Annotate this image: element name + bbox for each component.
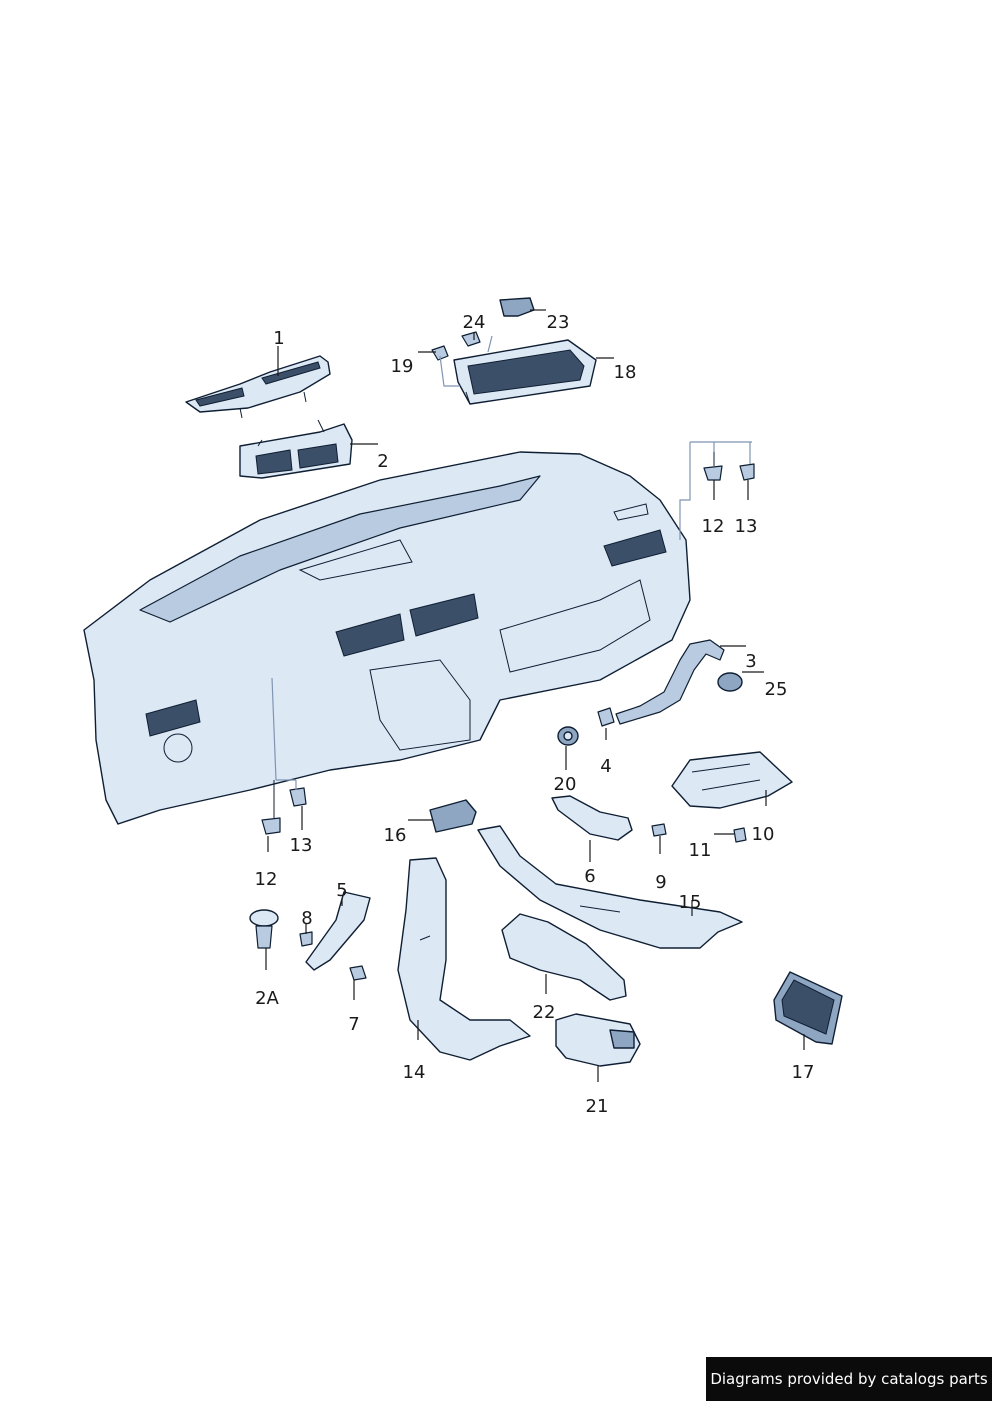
label-1: 1 [273, 328, 284, 349]
label-4: 4 [600, 756, 611, 777]
part-12-bolt-upper [703, 450, 723, 481]
label-22: 22 [533, 1002, 556, 1023]
part-14-floor-duct [397, 857, 531, 1061]
part-2-center-vent-housing [239, 419, 353, 479]
label-13-upper: 13 [735, 516, 758, 537]
part-19-clip [431, 345, 449, 361]
part-5-bracket [305, 891, 371, 971]
part-9-screw [651, 823, 667, 837]
footer-credit-text: Diagrams provided by catalogs parts [710, 1370, 988, 1388]
part-1-defroster-vent [185, 355, 331, 419]
part-10-cover-panel [671, 751, 793, 809]
label-11: 11 [689, 840, 712, 861]
part-labels: 1 2 19 24 23 18 12 13 3 25 4 20 10 11 9 … [255, 312, 815, 1117]
part-23-sensor [499, 297, 535, 317]
label-5: 5 [336, 880, 347, 901]
label-2: 2 [377, 451, 388, 472]
part-13-clip-upper [739, 463, 755, 481]
part-21-duct-outlet [555, 1013, 641, 1067]
part-24-clip [461, 331, 481, 347]
label-18: 18 [614, 362, 637, 383]
part-6-bracket [551, 795, 633, 841]
part-15-air-duct [477, 825, 743, 949]
part-16-connector [429, 799, 477, 833]
label-7: 7 [348, 1014, 359, 1035]
part-20-seal-ring [557, 726, 579, 746]
part-2A-push-clip [249, 909, 279, 949]
label-12-upper: 12 [702, 516, 725, 537]
dashboard-panel [83, 451, 691, 825]
label-14: 14 [403, 1062, 426, 1083]
label-16: 16 [384, 825, 407, 846]
part-8-nut [299, 931, 313, 947]
label-20: 20 [554, 774, 577, 795]
label-17: 17 [792, 1062, 815, 1083]
part-11-clip [733, 827, 747, 843]
part-3-hose [615, 639, 725, 725]
part-13-clip-lower [289, 787, 307, 807]
label-24: 24 [463, 312, 486, 333]
part-18-storage-tray [453, 339, 597, 405]
label-8: 8 [301, 908, 312, 929]
footer-credit: Diagrams provided by catalogs parts [706, 1357, 992, 1401]
part-17-vent-grille [773, 971, 843, 1045]
label-9: 9 [655, 872, 666, 893]
label-10: 10 [752, 824, 775, 845]
label-23: 23 [547, 312, 570, 333]
label-6: 6 [584, 866, 595, 887]
label-3: 3 [745, 651, 756, 672]
leader-lines [265, 309, 805, 1082]
label-25: 25 [765, 679, 788, 700]
part-25-grommet [717, 672, 743, 692]
label-21: 21 [586, 1096, 609, 1117]
label-13-lower: 13 [290, 835, 313, 856]
label-2A: 2A [255, 988, 279, 1009]
reference-lines [271, 335, 752, 790]
part-4-plug [597, 707, 615, 727]
part-7-screw [349, 965, 367, 981]
part-22-duct-elbow [501, 913, 627, 1001]
part-12-bolt-lower [261, 780, 281, 835]
label-15: 15 [679, 892, 702, 913]
label-12-lower: 12 [255, 869, 278, 890]
label-19: 19 [391, 356, 414, 377]
